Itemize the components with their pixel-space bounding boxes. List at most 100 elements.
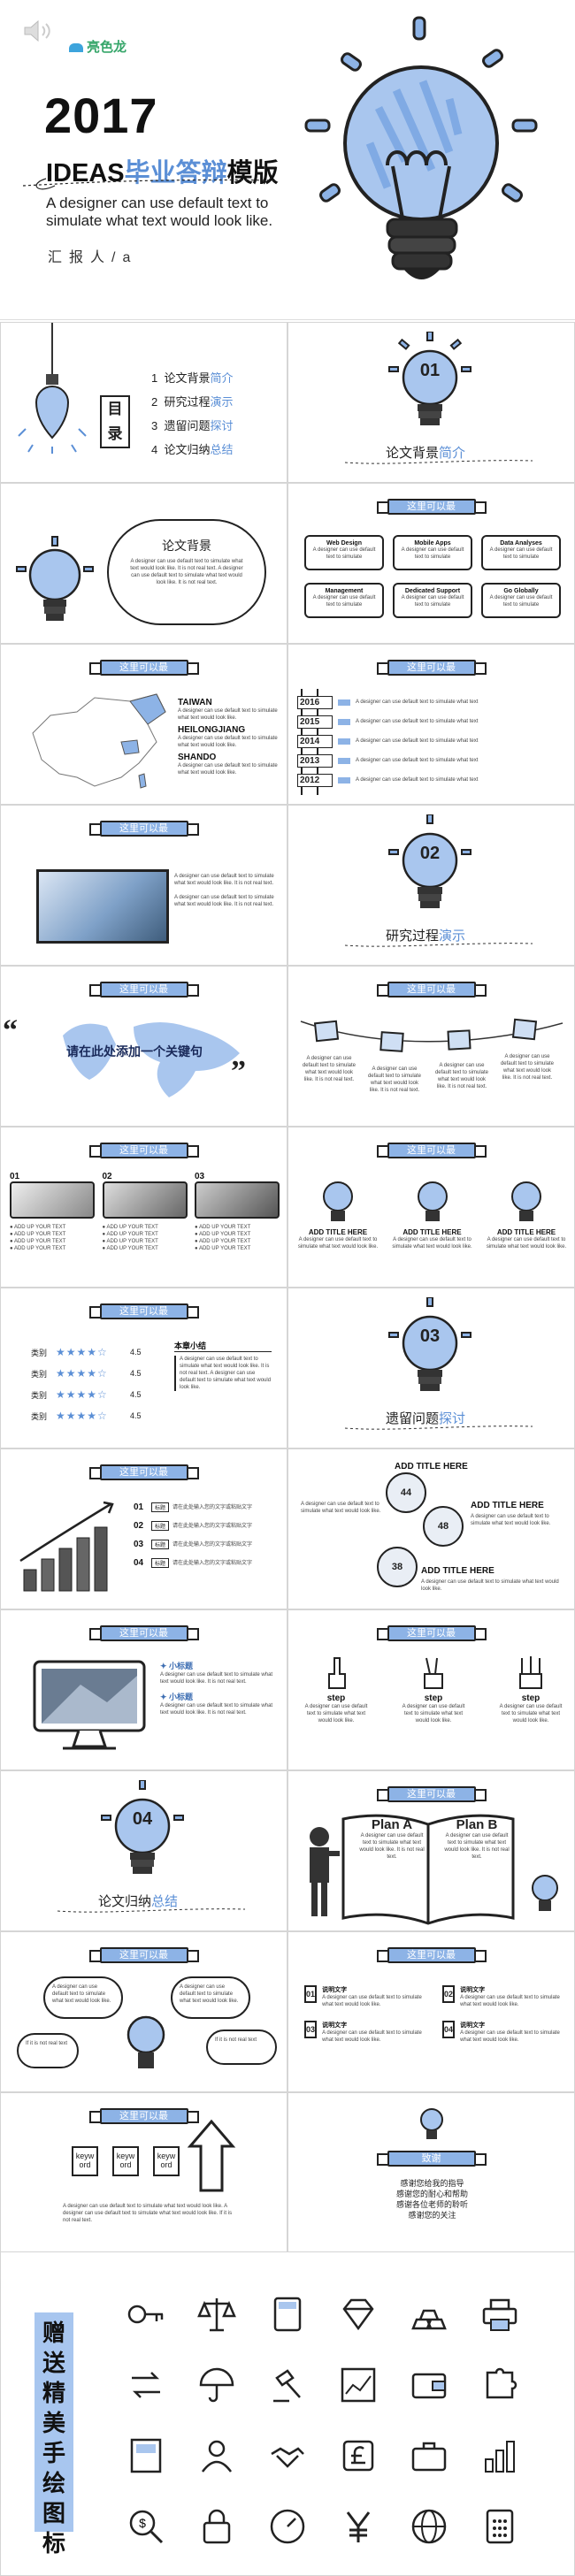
diamond-icon[interactable] bbox=[339, 2295, 378, 2334]
key-icon[interactable] bbox=[126, 2295, 165, 2334]
thanks-slide[interactable]: 致谢 感谢您给我的指导 感谢您的耐心和帮助 感谢各位老师的聆听 感谢您的关注 bbox=[288, 2092, 575, 2253]
keyword-box[interactable]: keyw ord bbox=[112, 2146, 139, 2176]
puzzle-icon[interactable] bbox=[480, 2366, 519, 2404]
photo-frame bbox=[36, 869, 169, 944]
section-02-slide[interactable]: 02 研究过程演示 bbox=[288, 805, 575, 966]
quote-slide[interactable]: 这里可以最 “ ” 请在此处添加一个关键句 bbox=[0, 966, 288, 1127]
tag-label: 这里可以最 bbox=[99, 982, 188, 998]
bulb-icon bbox=[532, 1875, 558, 1911]
pound-icon[interactable] bbox=[339, 2436, 378, 2475]
gavel-icon[interactable] bbox=[268, 2366, 307, 2404]
plans-slide[interactable]: 这里可以最 Plan A A designer can use default … bbox=[288, 1770, 575, 1931]
three-bulbs-slide[interactable]: 这里可以最 ADD TITLE HERE A designer can use … bbox=[288, 1127, 575, 1288]
phone-keypad-icon[interactable] bbox=[480, 2507, 519, 2546]
gold-bars-icon[interactable] bbox=[410, 2295, 448, 2334]
calculator-icon[interactable] bbox=[268, 2295, 307, 2334]
background-slide[interactable]: 论文背景 A designer can use default text to … bbox=[0, 483, 288, 644]
hand-step[interactable]: step A designer can use default text to … bbox=[398, 1655, 469, 1724]
section-03-slide[interactable]: 03 遗留问题探讨 bbox=[288, 1288, 575, 1449]
bubbles-slide[interactable]: 这里可以最 A designer can use default text to… bbox=[0, 1931, 288, 2092]
printer-icon[interactable] bbox=[480, 2295, 519, 2334]
exchange-arrows-icon[interactable] bbox=[126, 2366, 165, 2404]
map-slide[interactable]: 这里可以最 TAIWAN A designer can use default … bbox=[0, 644, 288, 805]
menu-item-3[interactable]: 3 遗留问题探讨 bbox=[151, 417, 284, 433]
circles-slide[interactable]: ADD TITLE HERE A designer can use defaul… bbox=[288, 1449, 575, 1609]
briefcase-icon[interactable] bbox=[410, 2436, 448, 2475]
card-body: A designer can use default text to simul… bbox=[489, 547, 553, 560]
scale-icon[interactable] bbox=[197, 2295, 236, 2334]
chart-board-icon[interactable] bbox=[339, 2366, 378, 2404]
menu-item-1[interactable]: 1 论文背景简介 bbox=[151, 369, 284, 386]
businessman-icon[interactable] bbox=[197, 2436, 236, 2475]
bulb-item[interactable]: ADD TITLE HERE A designer can use defaul… bbox=[486, 1175, 567, 1250]
gift-title-char: 手 bbox=[42, 2440, 65, 2466]
hands-slide[interactable]: 这里可以最 step A designer can use default te… bbox=[288, 1609, 575, 1770]
yen-icon[interactable] bbox=[339, 2507, 378, 2546]
photo-slide[interactable]: 这里可以最 A designer can use default text to… bbox=[0, 805, 288, 966]
photo-column[interactable]: 02 ● ADD UP YOUR TEXT● ADD UP YOUR TEXT●… bbox=[102, 1172, 188, 1252]
bulb-item[interactable]: ADD TITLE HERE A designer can use defaul… bbox=[297, 1175, 379, 1250]
umbrella-icon[interactable] bbox=[197, 2366, 236, 2404]
handshake-icon[interactable] bbox=[268, 2436, 307, 2475]
atm-icon[interactable] bbox=[126, 2436, 165, 2475]
section-04-slide[interactable]: 04 论文归纳总结 bbox=[0, 1770, 288, 1931]
globe-icon[interactable] bbox=[410, 2507, 448, 2546]
photo-column[interactable]: 01 ● ADD UP YOUR TEXT● ADD UP YOUR TEXT●… bbox=[10, 1172, 95, 1252]
keyword-box[interactable]: keyw ord bbox=[153, 2146, 180, 2176]
menu-slide[interactable]: 目录 1 论文背景简介 2 研究过程演示 3 遗留问题探讨 4 论文归纳总结 bbox=[0, 322, 288, 483]
slide-tag: 这里可以最 bbox=[376, 657, 487, 678]
lock-icon[interactable] bbox=[197, 2507, 236, 2546]
summary-title: 本章小结 bbox=[174, 1340, 272, 1352]
photo-columns-slide[interactable]: 这里可以最 01 ● ADD UP YOUR TEXT● ADD UP YOUR… bbox=[0, 1127, 288, 1288]
title-slide[interactable]: 亮色龙 2017 IDEAS毕业答辩模版 A designer can use … bbox=[0, 0, 575, 320]
section-01-slide[interactable]: 01 论文背景简介 bbox=[288, 322, 575, 483]
keywords-slide[interactable]: 这里可以最 keyw ord keyw ord keyw ord A desig… bbox=[0, 2092, 288, 2253]
wallet-icon[interactable] bbox=[410, 2366, 448, 2404]
menu-item-2[interactable]: 2 研究过程演示 bbox=[151, 393, 284, 409]
speaker-icon[interactable] bbox=[23, 19, 53, 42]
plan-b[interactable]: Plan B A designer can use default text t… bbox=[444, 1817, 510, 1861]
hand-step[interactable]: step A designer can use default text to … bbox=[495, 1655, 566, 1724]
bulb-icon bbox=[511, 1181, 541, 1221]
card-body: A designer can use default text to simul… bbox=[401, 595, 464, 608]
bulb-item[interactable]: ADD TITLE HERE A designer can use defaul… bbox=[392, 1175, 473, 1250]
speedometer-icon[interactable] bbox=[268, 2507, 307, 2546]
menu-item-4[interactable]: 4 论文归纳总结 bbox=[151, 440, 284, 457]
coin-search-icon[interactable]: $ bbox=[126, 2507, 165, 2546]
slide-tag: 这里可以最 bbox=[88, 1462, 199, 1483]
notes-slide[interactable]: 这里可以最 A designer can use default text to… bbox=[288, 966, 575, 1127]
hand-step[interactable]: step A designer can use default text to … bbox=[301, 1655, 372, 1724]
plan-a[interactable]: Plan A A designer can use default text t… bbox=[359, 1817, 425, 1861]
photo-column[interactable]: 03 ● ADD UP YOUR TEXT● ADD UP YOUR TEXT●… bbox=[195, 1172, 280, 1252]
section-bulb-icon bbox=[388, 814, 472, 908]
keyword-box[interactable]: keyw ord bbox=[72, 2146, 98, 2176]
gift-icons-panel[interactable]: 赠送精美手绘图标 $ bbox=[0, 2251, 575, 2576]
bar-chart-icon[interactable] bbox=[480, 2436, 519, 2475]
step-num: 04 bbox=[134, 1558, 144, 1568]
laptop-slide[interactable]: 这里可以最 ✦ 小标题 A designer can use default t… bbox=[0, 1609, 288, 1770]
